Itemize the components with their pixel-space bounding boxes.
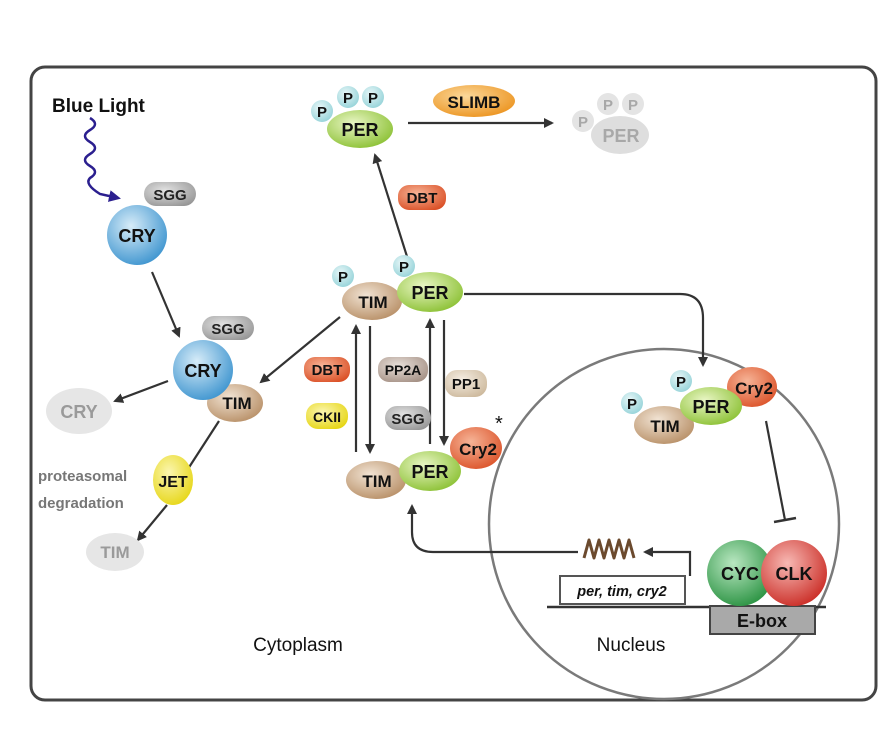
arrow-complex-to-cry-tim	[259, 316, 341, 384]
cell-border	[29, 65, 878, 702]
svg-text:TIM: TIM	[100, 543, 129, 562]
svg-text:PER: PER	[411, 462, 448, 482]
cytoplasm-label: Cytoplasm	[253, 635, 343, 656]
inhibition-bar	[773, 516, 797, 524]
asterisk-label: *	[495, 413, 503, 435]
svg-text:DBT: DBT	[407, 190, 438, 207]
svg-text:PER: PER	[602, 126, 639, 146]
degradation-label: degradation	[38, 495, 124, 512]
pp1-badge: PP1	[445, 370, 487, 397]
svg-text:E-box: E-box	[737, 611, 787, 631]
svg-text:CRY: CRY	[184, 361, 221, 381]
svg-text:CYC: CYC	[721, 564, 759, 584]
degraded-phospho-per: PER P P P	[572, 93, 649, 154]
svg-text:TIM: TIM	[650, 417, 679, 436]
svg-text:PER: PER	[692, 397, 729, 417]
ckii-badge: CKII	[306, 403, 348, 429]
arrow-to-degraded-tim	[136, 504, 168, 542]
blue-light-label: Blue Light	[52, 96, 146, 117]
clk-protein: CLK	[761, 540, 827, 606]
svg-text:Cry2: Cry2	[735, 379, 773, 398]
nucleus-label: Nucleus	[597, 635, 666, 656]
svg-text:P: P	[368, 90, 378, 107]
pp2a-badge: PP2A	[378, 357, 428, 382]
svg-text:P: P	[578, 114, 588, 131]
arrow-to-phospho-per-top	[372, 153, 412, 267]
svg-text:P: P	[338, 269, 348, 286]
arrow-to-nucleus	[464, 292, 708, 367]
svg-text:SLIMB: SLIMB	[448, 93, 501, 112]
sgg-badge-center: SGG	[385, 406, 431, 430]
degraded-cry: CRY	[46, 388, 112, 434]
mrna-squiggle	[582, 538, 636, 560]
ebox: E-box	[709, 605, 816, 635]
svg-text:CRY: CRY	[118, 226, 155, 246]
tim-per-cry2-complex: TIM Cry2 PER	[346, 427, 502, 499]
svg-text:SGG: SGG	[211, 321, 244, 338]
svg-text:PP2A: PP2A	[385, 362, 422, 378]
svg-text:DBT: DBT	[312, 362, 343, 379]
sgg-badge-middle: SGG	[202, 316, 254, 340]
svg-text:Cry2: Cry2	[459, 440, 497, 459]
nuclear-complex: TIM Cry2 PER P P	[621, 367, 777, 444]
arrow-cry-to-complex	[150, 271, 181, 338]
dbt-badge-center: DBT	[304, 357, 350, 382]
svg-text:P: P	[603, 97, 613, 114]
transcription-arrow	[643, 547, 692, 576]
svg-text:CKII: CKII	[313, 409, 341, 425]
svg-text:CLK: CLK	[776, 564, 813, 584]
svg-text:P: P	[676, 374, 686, 391]
svg-text:P: P	[317, 104, 327, 121]
arrow-to-degraded-cry	[113, 379, 169, 403]
translation-arrow	[407, 504, 578, 554]
svg-text:SGG: SGG	[391, 411, 424, 428]
cry-protein-complex: CRY	[173, 340, 233, 400]
svg-text:P: P	[399, 259, 409, 276]
svg-text:TIM: TIM	[362, 472, 391, 491]
svg-text:PER: PER	[411, 283, 448, 303]
jet-protein: JET	[153, 455, 193, 505]
svg-text:P: P	[628, 97, 638, 114]
gene-box: per, tim, cry2	[559, 575, 686, 605]
phospho-tim-per-complex: TIM PER P P	[332, 255, 463, 320]
sgg-badge-top: SGG	[144, 182, 196, 206]
svg-text:SGG: SGG	[153, 187, 186, 204]
svg-text:CRY: CRY	[60, 402, 97, 422]
svg-text:per, tim, cry2: per, tim, cry2	[576, 584, 666, 600]
svg-text:PER: PER	[341, 120, 378, 140]
slimb-badge: SLIMB	[433, 85, 515, 117]
phospho-per-top: PER P P P	[311, 86, 393, 148]
proteasomal-label: proteasomal	[38, 468, 127, 485]
blue-light-wave-arrow	[83, 116, 121, 202]
svg-text:P: P	[343, 90, 353, 107]
dbt-badge-top: DBT	[398, 185, 446, 210]
cry-protein-top: CRY	[107, 205, 167, 265]
svg-text:TIM: TIM	[358, 293, 387, 312]
svg-text:JET: JET	[158, 474, 188, 491]
degraded-tim: TIM	[86, 533, 144, 571]
svg-text:PP1: PP1	[452, 376, 480, 393]
svg-text:TIM: TIM	[222, 394, 251, 413]
svg-text:P: P	[627, 396, 637, 413]
cyc-protein: CYC	[707, 540, 773, 606]
inhibition-line	[764, 420, 787, 521]
arrow-tim-to-jet	[185, 420, 220, 473]
